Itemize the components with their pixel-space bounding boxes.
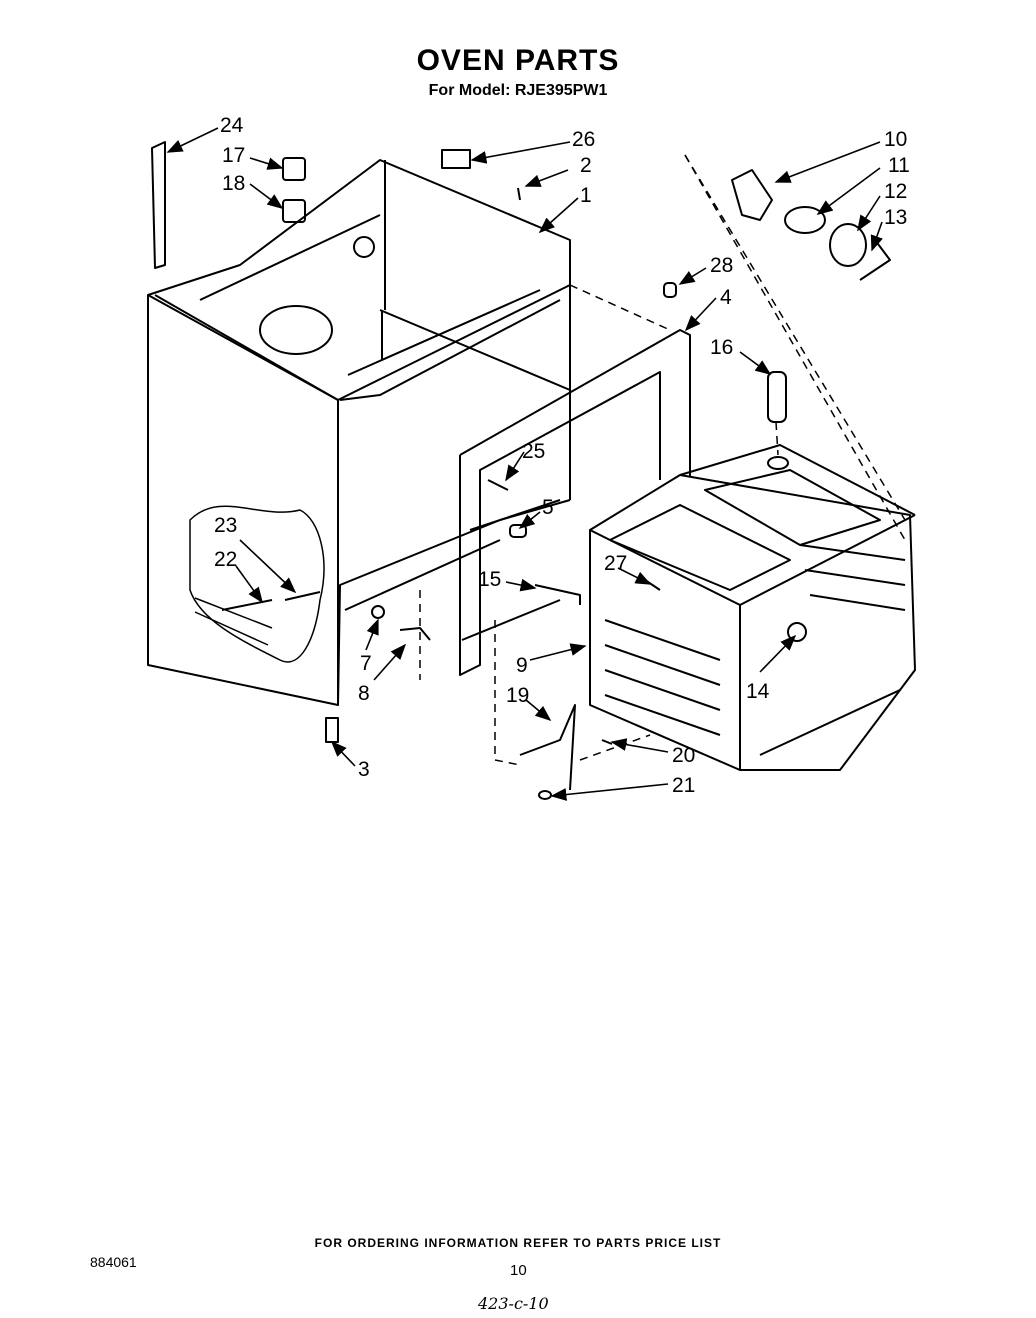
part-20	[601, 739, 613, 745]
part-22	[221, 599, 273, 611]
part-27	[644, 579, 661, 591]
oven-cavity	[589, 444, 916, 771]
handwritten-note: 423-c-10	[478, 1294, 549, 1313]
callout-8: 8	[358, 682, 370, 705]
part-26	[441, 149, 471, 169]
callout-16: 16	[710, 336, 733, 359]
callout-10: 10	[884, 128, 907, 151]
front-frame	[459, 329, 691, 676]
callout-25: 25	[522, 440, 545, 463]
part-7	[371, 605, 385, 619]
callout-22: 22	[214, 548, 237, 571]
part-16	[767, 371, 787, 423]
page-number: 10	[510, 1262, 527, 1279]
part-28	[663, 282, 677, 298]
part-12	[829, 223, 867, 267]
callout-1: 1	[580, 184, 592, 207]
callout-19: 19	[506, 684, 529, 707]
callout-3: 3	[358, 758, 370, 781]
part-15	[534, 584, 581, 605]
callout-17: 17	[222, 144, 245, 167]
callout-28: 28	[710, 254, 733, 277]
part-11	[784, 206, 826, 234]
part-13	[859, 239, 891, 281]
leader-lines	[166, 127, 883, 801]
part-5	[509, 524, 527, 538]
oven-cabinet	[147, 159, 571, 706]
callout-9: 9	[516, 654, 528, 677]
callout-18: 18	[222, 172, 245, 195]
callout-23: 23	[214, 514, 237, 537]
callout-21: 21	[672, 774, 695, 797]
callout-27: 27	[604, 552, 627, 575]
part-8	[399, 627, 431, 641]
callout-24: 24	[220, 114, 244, 137]
part-2	[517, 187, 521, 201]
callout-11: 11	[888, 154, 910, 177]
part-25	[487, 479, 509, 491]
part-24	[151, 141, 166, 269]
model-subtitle: For Model: RJE395PW1	[428, 82, 608, 99]
part-10	[731, 169, 773, 221]
ordering-note: FOR ORDERING INFORMATION REFER TO PARTS …	[314, 1236, 722, 1250]
document-number: 884061	[90, 1254, 137, 1270]
callout-labels: 24 17 18 26 2 1 10 11 12 13 28 4 16 25 5…	[214, 114, 910, 797]
part-19	[519, 704, 576, 791]
callout-5: 5	[542, 496, 554, 519]
callout-20: 20	[672, 744, 695, 767]
callout-12: 12	[884, 180, 907, 203]
callout-26: 26	[572, 128, 595, 151]
callout-2: 2	[580, 154, 592, 177]
part-21	[538, 790, 552, 800]
callout-13: 13	[884, 206, 907, 229]
page-title: OVEN PARTS	[416, 44, 620, 77]
callout-4: 4	[720, 286, 732, 309]
callout-7: 7	[360, 652, 372, 675]
part-3	[325, 717, 339, 743]
guide-lines	[419, 154, 906, 766]
callout-14: 14	[746, 680, 770, 703]
callout-15: 15	[478, 568, 501, 591]
part-17	[282, 157, 306, 181]
part-18	[282, 199, 306, 223]
part-23	[284, 591, 321, 601]
